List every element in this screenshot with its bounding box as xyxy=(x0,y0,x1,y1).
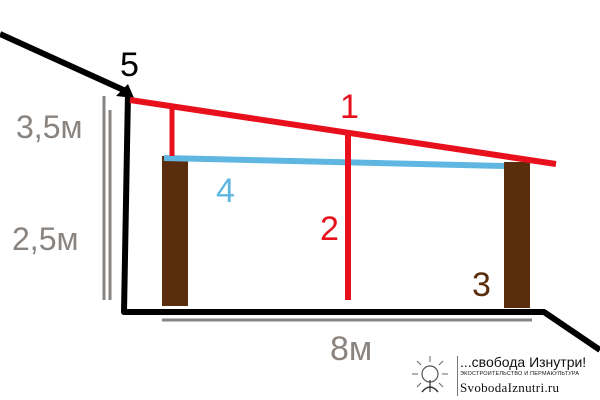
upper-height-label: 3,5м xyxy=(16,109,82,145)
sprout-sun-logo-icon xyxy=(412,356,448,393)
label-4: 4 xyxy=(216,172,235,210)
width-label: 8м xyxy=(330,330,372,368)
label-5: 5 xyxy=(120,46,139,84)
roof-rafter xyxy=(129,97,557,167)
slope-peak-marker xyxy=(116,84,134,98)
left-post xyxy=(162,156,188,306)
top-beam xyxy=(163,155,505,169)
brand-block: ...свобода Изнутри! ЭКОСТРОИТЕЛЬСТВО И П… xyxy=(404,352,600,400)
brand-tagline: ...свобода Изнутри! xyxy=(460,354,587,370)
label-1: 1 xyxy=(340,88,359,126)
hill-slope-line xyxy=(0,31,600,353)
brand-subtitle: ЭКОСТРОИТЕЛЬСТВО И ПЕРМАКУЛЬТУРА xyxy=(460,371,580,377)
brand-divider xyxy=(457,356,458,396)
label-3: 3 xyxy=(472,266,491,304)
brand-site-link[interactable]: SvobodaIznutri.ru xyxy=(460,380,560,395)
lower-height-label: 2,5м xyxy=(12,221,78,257)
label-2: 2 xyxy=(320,210,339,248)
right-post xyxy=(504,162,530,308)
